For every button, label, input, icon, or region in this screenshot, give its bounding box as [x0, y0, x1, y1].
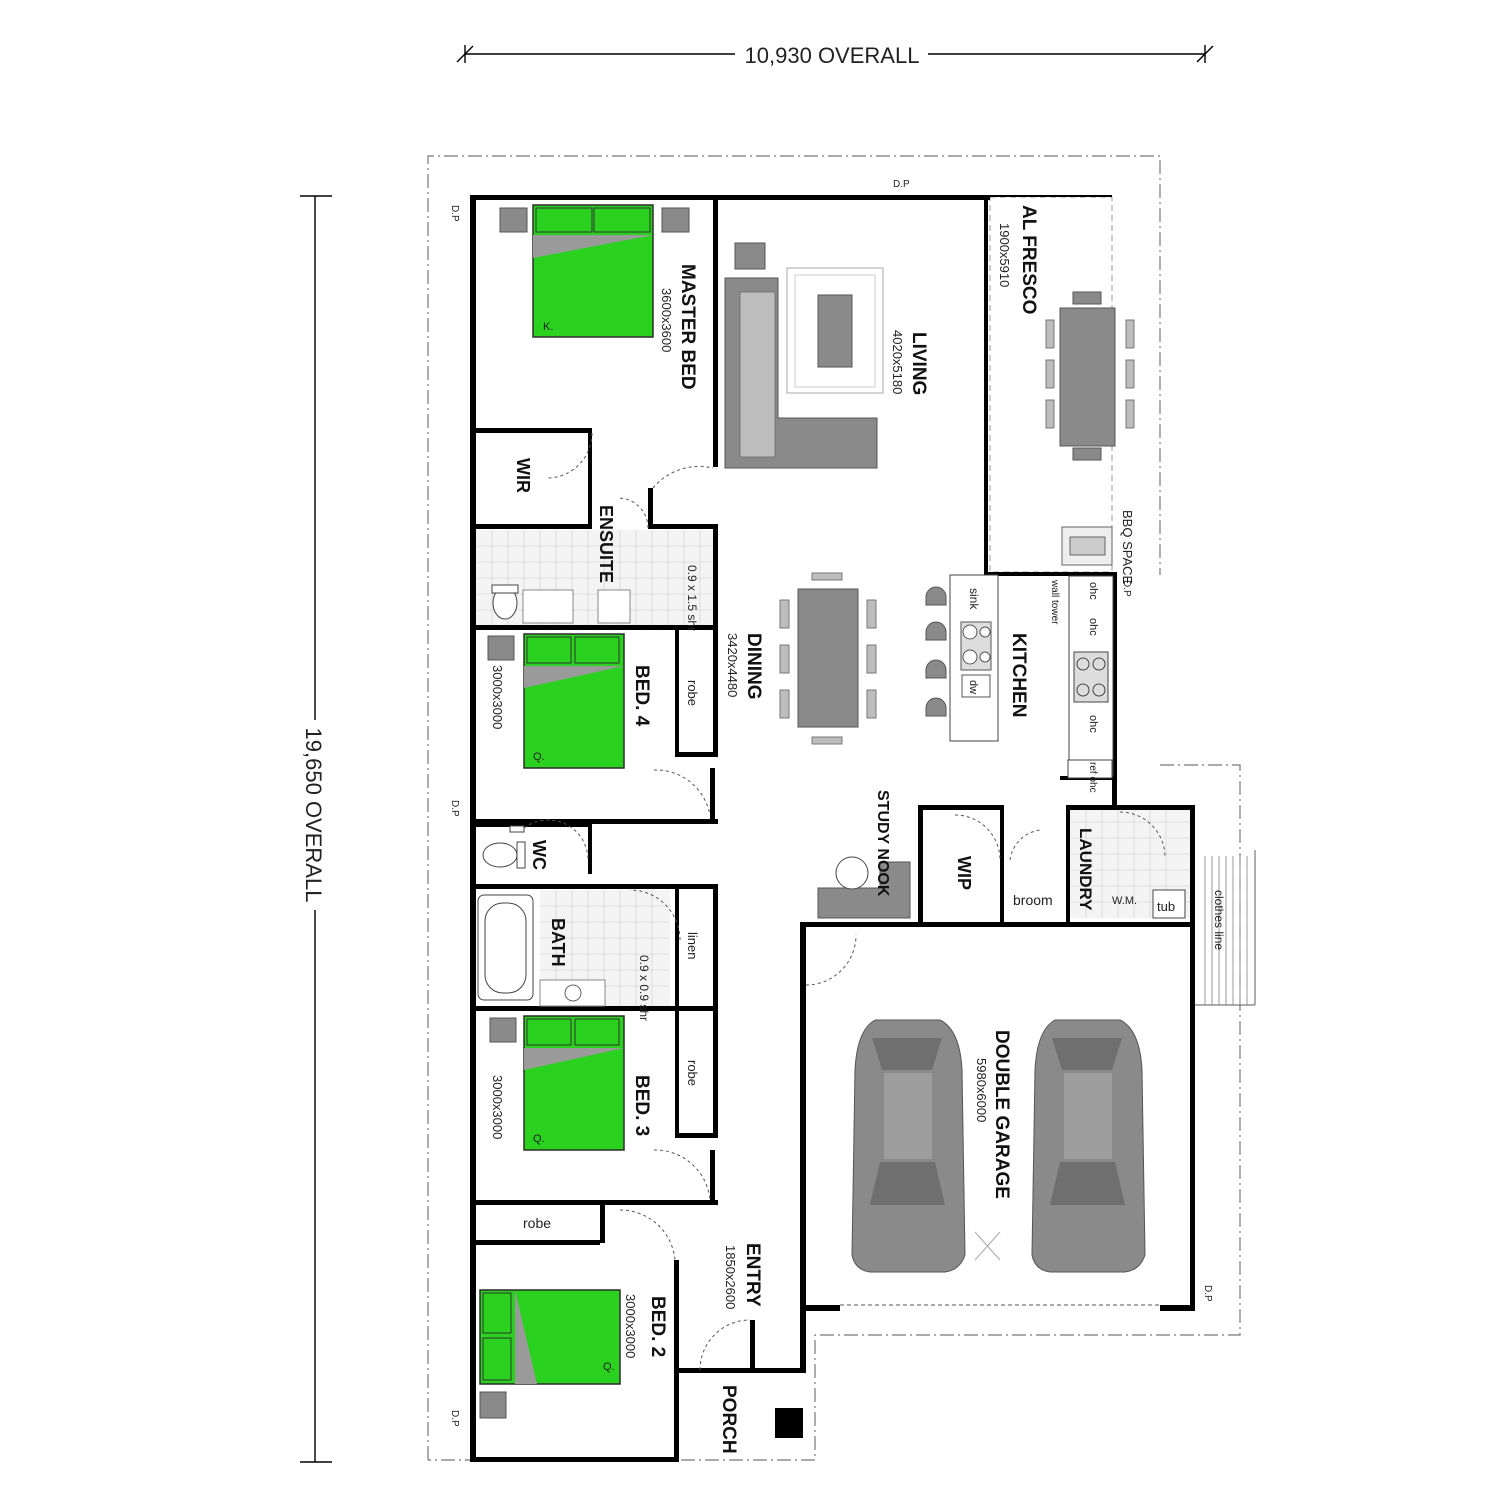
bed2-size: 3000x3000 [623, 1294, 638, 1358]
bed3-robe-label: robe [685, 1060, 700, 1086]
living-size: 4020x5180 [890, 330, 905, 394]
bed3-size-code: Q. [533, 1133, 545, 1145]
bed3-label: BED. 3 [631, 1075, 652, 1136]
bed4-furniture: Q. [487, 633, 625, 769]
study-desk [817, 856, 911, 919]
bed4-label: BED. 4 [631, 665, 652, 727]
walls [470, 195, 1195, 1462]
master-bed-label: MASTER BED [677, 264, 698, 390]
bath-label: BATH [548, 918, 568, 967]
kitchen-bench [1067, 575, 1114, 779]
garage-size: 5980x6000 [974, 1058, 989, 1122]
bed3-size: 3000x3000 [490, 1075, 505, 1139]
dishwasher-label: dw [967, 680, 979, 694]
wir-label: WIR [513, 458, 533, 493]
kitchen-label: KITCHEN [1008, 633, 1029, 717]
living-label: LIVING [908, 332, 929, 395]
bath-shower-label: 0.9 x 0.9 shr [637, 955, 651, 1021]
alfresco-table [1045, 291, 1135, 461]
bbq-space-label: BBQ SPACE [1120, 510, 1135, 585]
ensuite-fixtures [491, 584, 631, 624]
bath-fixtures [477, 894, 606, 1007]
bed2-label: BED. 2 [647, 1296, 668, 1357]
dining-table [779, 572, 877, 745]
master-bed-size-code: K. [543, 321, 553, 333]
doors [523, 432, 1166, 1371]
site-boundary [427, 155, 1241, 1461]
tub-label: tub [1157, 899, 1175, 914]
master-bed: K. [499, 204, 690, 338]
alfresco-size: 1900x5910 [997, 223, 1012, 287]
wc-toilet [482, 825, 526, 869]
clothes-line [1195, 850, 1256, 1006]
ref-ohc-label: ref ohc [1087, 762, 1098, 793]
dp-marker-kitchen: D.P [1121, 580, 1132, 597]
wall-tower-label: wall tower [1049, 579, 1060, 625]
room-labels: MASTER BED 3600x3600 LIVING 4020x5180 AL… [490, 205, 1095, 1454]
study-nook-label: STUDY NOOK [874, 790, 891, 897]
car-right [1031, 1019, 1146, 1273]
dp-marker-left-3: D.P [449, 1410, 460, 1427]
bbq-unit [1061, 526, 1113, 566]
ohc-label-3: ohc [1087, 715, 1099, 733]
ensuite-shower-label: 0.9 x 1.5 shr [685, 565, 699, 631]
master-bed-size: 3600x3600 [659, 288, 674, 352]
porch-pillar [775, 1408, 803, 1438]
garage-label: DOUBLE GARAGE [991, 1030, 1012, 1199]
linen-label: linen [685, 932, 700, 959]
overall-width-label: 10,930 OVERALL [745, 43, 920, 68]
dp-marker-garage: D.P [1202, 1285, 1213, 1302]
garage-marker [974, 1231, 1001, 1261]
living-furniture [724, 242, 884, 469]
ohc-label-2: ohc [1087, 618, 1099, 636]
bed4-robe-label: robe [685, 680, 700, 706]
bed4-size-code: Q. [533, 751, 545, 763]
clothes-line-label: clothes line [1212, 890, 1226, 950]
bed3-furniture: Q. [489, 1015, 625, 1151]
bed2-size-code: Q. [603, 1361, 615, 1373]
overall-depth-dimension: 19,650 OVERALL [300, 195, 332, 1463]
broom-label: broom [1013, 892, 1053, 908]
entry-label: ENTRY [742, 1243, 763, 1307]
dp-marker-top: D.P [893, 179, 910, 190]
overall-depth-label: 19,650 OVERALL [301, 728, 326, 903]
bed2-robe-label: robe [523, 1215, 551, 1231]
wc-label: WC [529, 840, 549, 870]
wip-label: WIP [954, 856, 974, 890]
dining-label: DINING [743, 633, 764, 700]
dining-size: 3420x4480 [725, 633, 740, 697]
entry-size: 1850x2600 [723, 1245, 738, 1309]
kitchen-island [925, 574, 999, 742]
overall-width-dimension: 10,930 OVERALL [456, 43, 1214, 68]
downpipe-markers: D.P D.P D.P D.P D.P D.P [449, 179, 1213, 1427]
laundry-label: LAUNDRY [1076, 828, 1095, 911]
laundry-fixtures [1152, 889, 1186, 919]
sink-label: sink [967, 588, 981, 610]
porch-label: PORCH [718, 1385, 739, 1454]
wm-label: W.M. [1112, 895, 1137, 907]
ohc-label-1: ohc [1087, 582, 1099, 600]
ensuite-label: ENSUITE [596, 505, 616, 583]
dp-marker-left-1: D.P [449, 205, 460, 222]
alfresco-label: AL FRESCO [1018, 205, 1039, 314]
fixture-labels: robe linen robe robe broom tub W.M. sink… [523, 510, 1226, 1231]
dp-marker-left-2: D.P [449, 800, 460, 817]
car-left [851, 1019, 966, 1273]
bed2-furniture: Q. [479, 1289, 621, 1419]
bed4-size: 3000x3000 [490, 665, 505, 729]
